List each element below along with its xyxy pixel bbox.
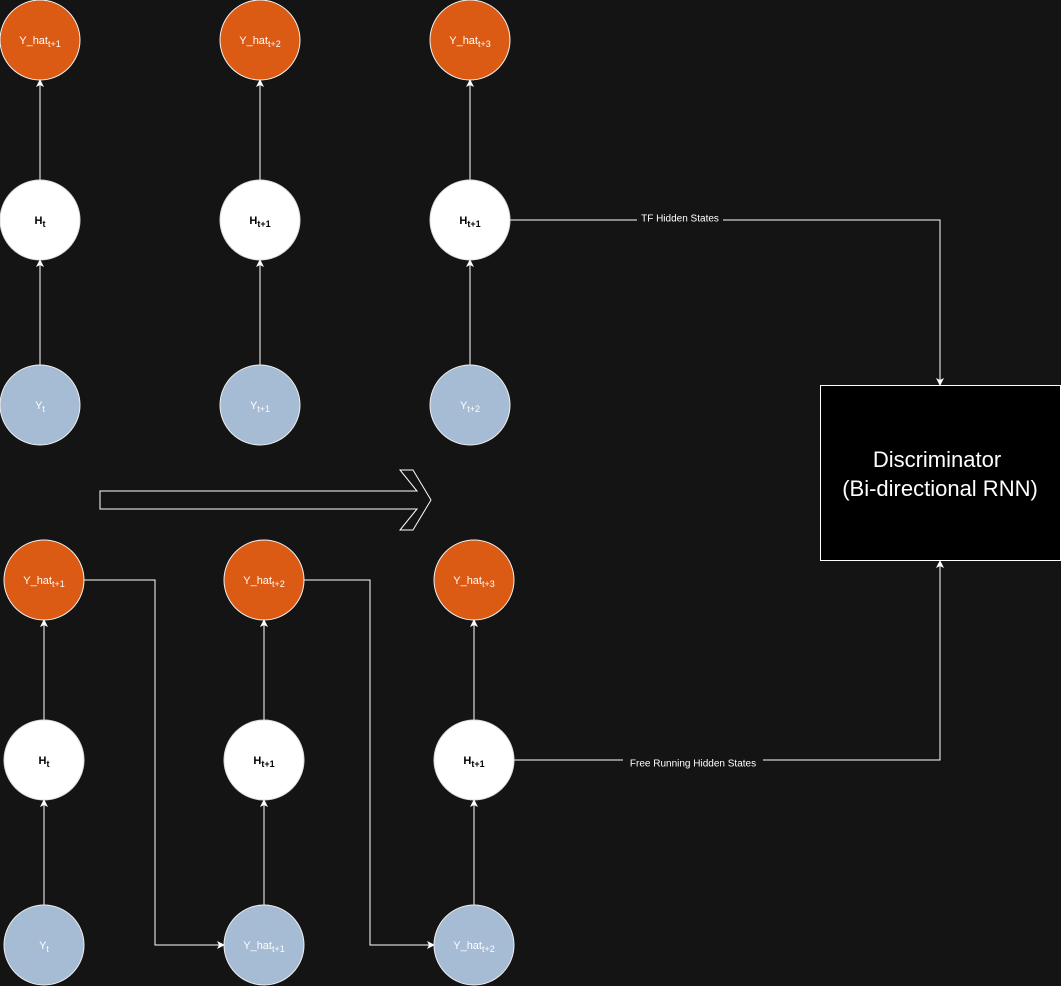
top_row-input-node-2-label: Yt+1 — [250, 400, 270, 414]
top_row-output-node-2 — [219, 0, 301, 81]
bottom_row-output-node-2 — [223, 539, 305, 621]
top_row-output-node-1-label: Y_hatt+1 — [19, 35, 61, 49]
free-running-hidden-states-edge — [514, 560, 944, 761]
big-right-arrow — [99, 469, 432, 531]
bottom_row-input-node-3-label: Y_hatt+2 — [453, 940, 495, 954]
bottom_row-output-node-1 — [3, 539, 85, 621]
bottom_row-hidden-node-2 — [223, 719, 305, 801]
feedback-edge-1 — [84, 579, 225, 949]
top_row-input-node-3-label: Yt+2 — [460, 400, 480, 414]
bottom_row-hidden-node-1 — [3, 719, 85, 801]
discriminator-box — [820, 385, 1061, 561]
top_row-input-node-2 — [219, 364, 301, 446]
bottom_row-output-node-3 — [433, 539, 515, 621]
bottom_row-output-node-1-label: Y_hatt+1 — [23, 575, 65, 589]
bottom_row-hidden-node-2-label: Ht+1 — [253, 755, 274, 769]
bottom_row-input-node-1 — [3, 904, 85, 986]
top_row-hidden-node-2 — [219, 179, 301, 261]
discriminator-subtitle: (Bi-directional RNN) — [842, 476, 1038, 501]
tf-hidden-states-label-bg — [637, 212, 723, 224]
top_row-output-node-3-label: Y_hatt+3 — [449, 35, 491, 49]
top_row-output-node-1 — [0, 0, 81, 81]
bottom_row-input-node-2-label: Y_hatt+1 — [243, 940, 285, 954]
feedback-edge-2 — [304, 579, 435, 949]
top_row-input-node-1 — [0, 364, 81, 446]
top_row-input-node-1-label: Yt — [35, 400, 45, 414]
free-running-hidden-states-label: Free Running Hidden States — [630, 759, 756, 770]
bottom_row-hidden-node-3 — [433, 719, 515, 801]
top_row-hidden-node-2-label: Ht+1 — [249, 215, 270, 229]
free-running-hidden-states-label-bg — [623, 757, 763, 769]
tf-hidden-states-edge — [510, 219, 944, 386]
top_row-hidden-node-1-label: Ht — [35, 215, 46, 229]
discriminator-title: Discriminator — [873, 447, 1001, 472]
bottom_row-hidden-node-3-label: Ht+1 — [463, 755, 484, 769]
tf-hidden-states-label: TF Hidden States — [641, 214, 719, 225]
bottom_row-hidden-node-1-label: Ht — [39, 755, 50, 769]
top_row-hidden-node-3 — [429, 179, 511, 261]
top_row-hidden-node-3-label: Ht+1 — [459, 215, 480, 229]
top_row-input-node-3 — [429, 364, 511, 446]
top_row-hidden-node-1 — [0, 179, 81, 261]
bottom_row-output-node-2-label: Y_hatt+2 — [243, 575, 285, 589]
bottom_row-input-node-1-label: Yt — [39, 940, 49, 954]
bottom_row-input-node-3 — [433, 904, 515, 986]
top_row-output-node-2-label: Y_hatt+2 — [239, 35, 281, 49]
top_row-output-node-3 — [429, 0, 511, 81]
bottom_row-output-node-3-label: Y_hatt+3 — [453, 575, 495, 589]
bottom_row-input-node-2 — [223, 904, 305, 986]
